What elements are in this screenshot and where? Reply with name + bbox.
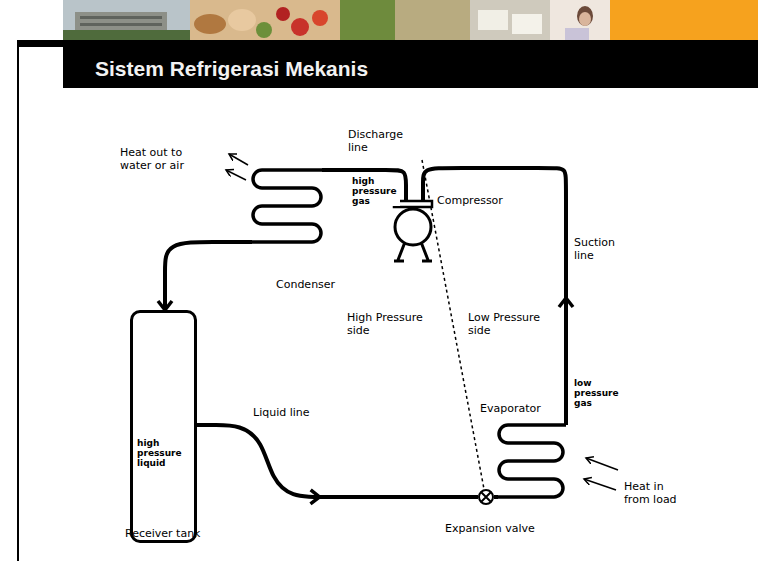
photo-tomato: [312, 10, 328, 26]
refrigerant-pipe: [197, 425, 478, 504]
line-label: Liquid line: [253, 406, 310, 419]
component-label: Condenser: [276, 278, 335, 291]
component-label: Evaporator: [480, 402, 541, 415]
photo-tomato: [291, 18, 309, 36]
photo-leaves: [340, 0, 395, 42]
arrow-head: [559, 298, 573, 307]
photo-reader: [550, 0, 610, 42]
photo-apple: [276, 7, 290, 21]
annotation: Heat in from load: [624, 480, 682, 506]
photo-food: [190, 0, 340, 42]
compressor-body: [395, 209, 431, 245]
refrigerant-pipe: [494, 497, 498, 498]
line-label: Discharge line: [348, 128, 410, 154]
annotation: Low Pressure side: [468, 311, 548, 337]
valve-drawing: [478, 489, 494, 505]
coil: [252, 170, 322, 242]
receiver-tank: high pressure liquidReceiver tank: [130, 310, 197, 543]
photo-greens: [256, 22, 272, 38]
annotation: low pressure gas: [574, 378, 622, 408]
left-rule: [17, 40, 19, 561]
heat-arrow: [226, 170, 246, 180]
refrigerant-pipe: [423, 168, 573, 425]
slide-title: Sistem Refrigerasi Mekanis: [95, 56, 368, 82]
evaporator-coil: Evaporator: [498, 422, 566, 500]
photo-hair: [577, 6, 593, 26]
header-photos: [63, 0, 758, 42]
heat-arrow: [229, 154, 248, 165]
valve-cross: [481, 492, 491, 502]
pipe-line: [197, 425, 478, 497]
pipe-line: [494, 495, 498, 499]
header-block: [610, 0, 758, 40]
title-bar-tab: [18, 40, 63, 47]
photo-face: [579, 12, 591, 26]
heat-arrow: [586, 458, 618, 470]
condenser-coil: Condenser: [252, 168, 322, 297]
title-bar: [63, 40, 758, 88]
annotation: high pressure gas: [352, 176, 400, 206]
arrow-head: [158, 301, 172, 310]
heat-arrow: [584, 479, 616, 490]
annotation: Heat out to water or air: [120, 146, 198, 172]
valve-body: [479, 490, 493, 504]
compressor-drawing: [393, 200, 433, 264]
line-label: Suction line: [574, 236, 620, 262]
compressor-symbol: Compressor: [393, 200, 433, 264]
photo-bread: [194, 14, 226, 34]
photo-tofu: [470, 0, 550, 42]
photo-tofu-block: [478, 10, 508, 30]
photo-windows: [80, 23, 162, 26]
pipe-line: [423, 168, 566, 425]
photo-tofu-block: [512, 14, 542, 34]
photo-chicken: [228, 9, 256, 31]
condenser-drawing: [252, 168, 322, 246]
photo-grain: [340, 0, 470, 42]
annotation: High Pressure side: [347, 311, 439, 337]
photo-book: [565, 28, 589, 40]
evaporator-drawing: [498, 422, 566, 500]
pipe-line: [165, 242, 252, 310]
refrigerant-pipe: [158, 242, 252, 310]
component-label: Receiver tank: [125, 527, 200, 540]
component-label: Expansion valve: [445, 522, 535, 535]
photo-sky: [63, 0, 190, 42]
photo-windows: [80, 16, 162, 19]
arrow-head: [310, 490, 319, 504]
tank-note: high pressure liquid: [137, 438, 193, 468]
coil: [498, 425, 566, 497]
expansion-valve: Expansion valve: [478, 489, 494, 541]
component-label: Compressor: [437, 194, 503, 207]
